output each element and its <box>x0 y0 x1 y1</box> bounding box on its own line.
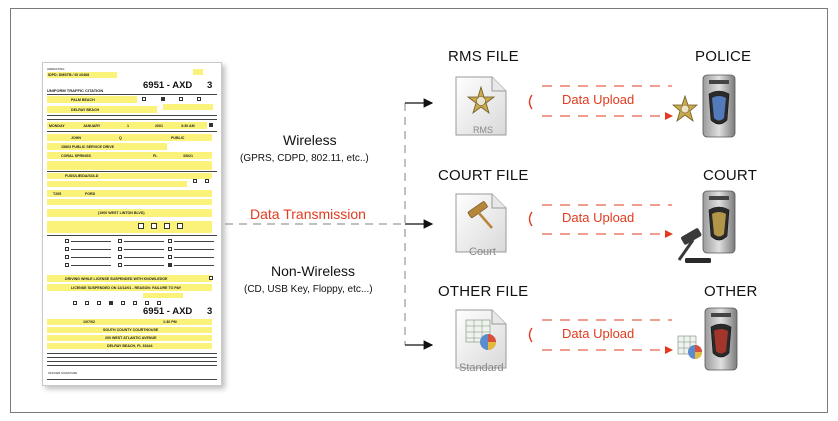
traffic-citation-form: ARRESTING IDPD: DMSTB / ID #0468 UNIFORM… <box>42 62 222 386</box>
wireless-detail: (GPRS, CDPD, 802.11, etc..) <box>240 153 369 164</box>
citation-middle: Q <box>119 135 122 140</box>
police-server-icon <box>702 74 736 138</box>
other-label: OTHER <box>704 283 758 300</box>
citation-city: DELRAY BEACH <box>71 107 100 112</box>
gavel-icon <box>677 228 711 263</box>
nonwireless-detail: (CD, USB Key, Floppy, etc...) <box>244 284 373 295</box>
data-transmission-label: Data Transmission <box>250 206 366 222</box>
citation-court-city: DELRAY BEACH, FL 33444 <box>107 344 153 348</box>
nonwireless-label: Non-Wireless <box>271 263 356 279</box>
rms-upload-label: Data Upload <box>562 92 635 107</box>
citation-footer: OFFICER SIGNATURE <box>48 371 78 375</box>
citation-date-num: 1 <box>127 123 129 128</box>
police-label: POLICE <box>695 48 752 65</box>
citation-state: FL <box>153 153 158 158</box>
citation-first-name: JOHN <box>71 135 81 140</box>
citation-number: 6951 - AXD <box>143 80 193 91</box>
citation-court-time: 1:30 PM <box>163 320 177 324</box>
citation-year: 2001 <box>155 123 163 128</box>
citation-violation-2: LICENSE SUSPENDED ON 12/12/01 - REASON: … <box>71 285 182 290</box>
citation-check-digit-bottom: 3 <box>207 306 213 317</box>
citation-violation-1: DRIVING WHILE LICENSE SUSPENDED WITH KNO… <box>65 276 168 281</box>
rms-file-label: RMS FILE <box>448 48 519 65</box>
spreadsheet-pie-icon <box>677 335 702 359</box>
citation-county: PALM BEACH <box>71 97 95 102</box>
citation-check-digit: 3 <box>207 80 213 91</box>
citation-court-street: 200 WEST ATLANTIC AVENUE <box>105 336 157 340</box>
upload-arrow-other <box>528 319 673 354</box>
other-file-icon <box>455 309 507 369</box>
citation-header-small: ARRESTING <box>47 67 65 71</box>
wireless-label: Wireless <box>283 132 337 148</box>
court-icon-label: Court <box>469 246 496 258</box>
citation-time: 3:30 AM <box>181 123 195 128</box>
citation-agency: IDPD: DMSTB / ID #0468 <box>48 73 90 77</box>
citation-day: MONDAY <box>49 123 65 128</box>
court-server-icon <box>702 190 736 254</box>
citation-make: FORD <box>85 191 96 196</box>
other-upload-label: Data Upload <box>562 326 635 341</box>
citation-court-date: 1/07/02 <box>83 320 95 324</box>
citation-zip: 33021 <box>183 153 193 158</box>
court-label: COURT <box>703 167 758 184</box>
citation-title: UNIFORM TRAFFIC CITATION <box>47 88 104 93</box>
citation-vehicle: FUSS/LIE/DA/SOLD <box>65 174 99 178</box>
other-file-label: OTHER FILE <box>438 283 529 300</box>
rms-file-icon <box>455 76 507 136</box>
citation-street: 15803 PUBLIC SERVICE DRIVE <box>61 144 115 149</box>
sheriff-star-icon <box>672 95 698 123</box>
citation-tag: T205 <box>53 191 62 196</box>
citation-number-bottom: 6951 - AXD <box>143 306 193 317</box>
upload-arrow-rms <box>528 85 673 120</box>
other-icon-label: Standard <box>459 362 504 374</box>
court-file-label: COURT FILE <box>438 167 529 184</box>
citation-court-name: SOUTH COUNTY COURTHOUSE <box>103 328 159 332</box>
upload-arrow-court <box>528 204 673 238</box>
citation-month: JANUARY <box>83 123 101 128</box>
other-server-icon <box>704 307 738 371</box>
rms-icon-label: RMS <box>473 125 493 135</box>
citation-residence-city: CORAL SPRINGS <box>61 153 91 158</box>
citation-last-name: PUBLIC <box>171 135 185 140</box>
court-upload-label: Data Upload <box>562 210 635 225</box>
court-file-icon <box>455 193 507 253</box>
citation-location: (1900 WEST LINTON BLVD) <box>98 211 145 215</box>
